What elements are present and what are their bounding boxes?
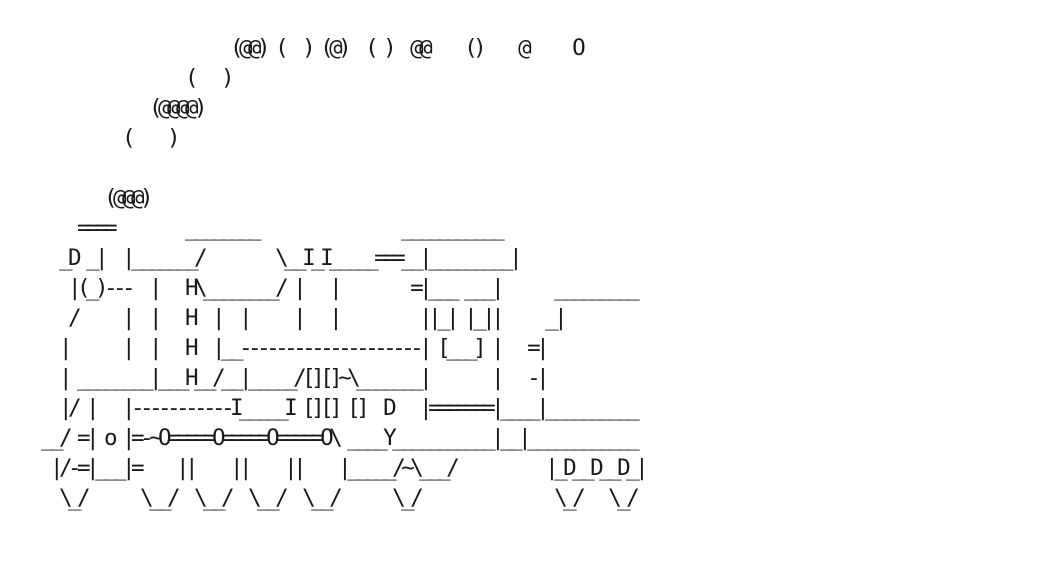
blank-line (41, 153, 644, 183)
train-wheels-line: \_/ \__/ \__/ \__/ \__/ \_/ \_/ \_/ (41, 485, 640, 511)
ascii-steam-locomotive: (@@) ( ) (@) ( ) @@ () @ O ( ) (@@@@) ( … (41, 33, 649, 513)
train-line-2: _D _| |_______/ \__I_I_____===__|_______… (41, 245, 523, 271)
train-line-4: / | | H | | | | ||_| |_|| _| (41, 305, 568, 331)
train-line-7: |/ | |-----------I_____I [][] [] D |====… (41, 395, 640, 421)
train-line-8: __/ =| o |=-~O=====O=====O=====O\ ____Y_… (41, 425, 640, 451)
train-line-5: | | | H |__--------------------| [___] |… (41, 335, 550, 361)
train-line-1: ==== ________ ___________ (41, 215, 505, 241)
smoke-line-3: (@@@@) (41, 95, 208, 121)
smoke-line-5: (@@@) (41, 185, 154, 211)
smoke-line-2: ( ) (41, 65, 235, 91)
train-line-6: | ________|___H__/__|_____/[][]~\_______… (41, 365, 550, 391)
smoke-line-4: ( ) (41, 125, 181, 151)
train-line-9: |/-=|___|= || || || |_____/~\___/ |_D__D… (41, 455, 649, 481)
train-line-3: |(_)--- | H\________/ | | =|___ ___| ___… (41, 275, 640, 301)
smoke-line-1: (@@) ( ) (@) ( ) @@ () @ O (41, 35, 586, 61)
